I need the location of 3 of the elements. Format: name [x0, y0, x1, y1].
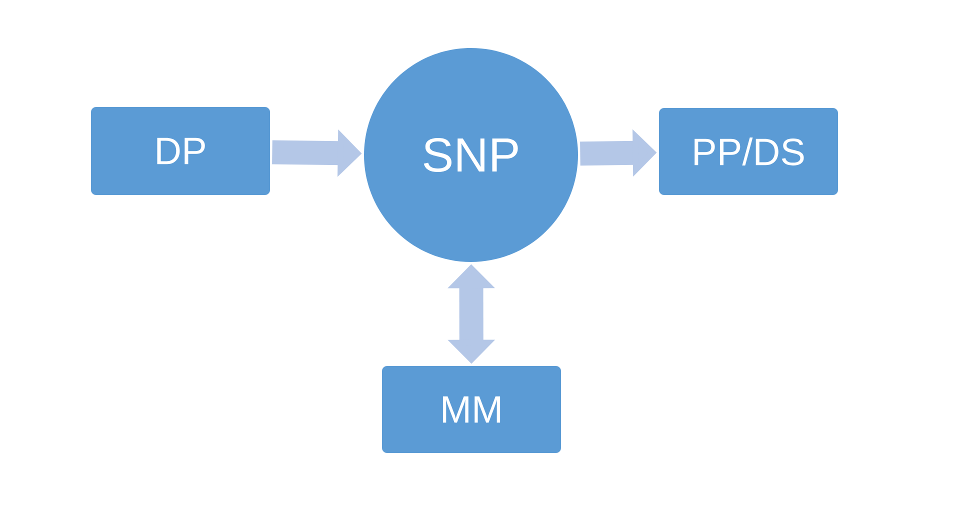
process-box: DP [91, 107, 270, 195]
process-box: MM [382, 366, 561, 453]
process-box: PP/DS [659, 108, 838, 195]
